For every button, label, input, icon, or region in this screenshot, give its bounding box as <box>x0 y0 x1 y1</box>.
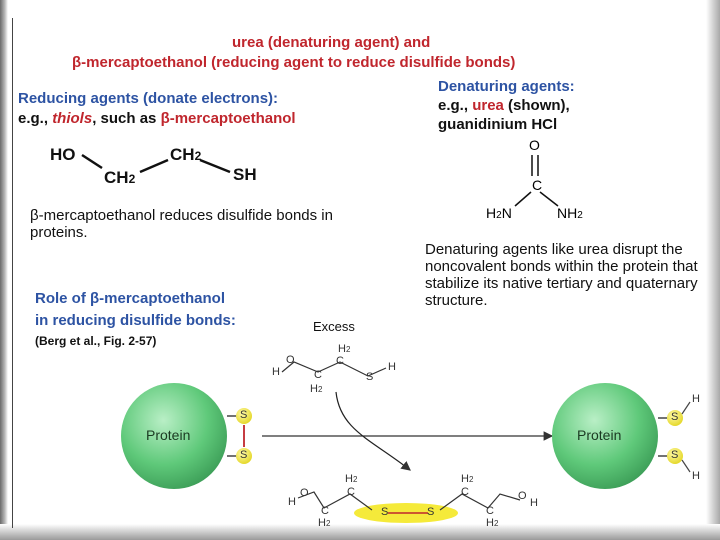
sulfur-left-top <box>236 408 252 424</box>
prod-c1-right: C <box>461 486 469 498</box>
bme-top-h-end: H <box>388 361 396 373</box>
slide-frame-left <box>0 0 8 540</box>
sub-2: 2 <box>352 475 358 484</box>
eg-prefix: e.g., <box>18 110 53 127</box>
s-right-top: S <box>671 411 679 423</box>
guanidinium-text: guanidinium HCl <box>438 116 558 133</box>
bme-top-h2-1: H2 <box>310 383 322 395</box>
prod-s-right: S <box>427 506 435 518</box>
slide-frame-bottom <box>0 524 720 540</box>
bme-ch2-top: CH2 <box>170 145 201 165</box>
sub-2: 2 <box>325 519 331 528</box>
thiols-text: thiols <box>52 110 93 127</box>
product-right-chain <box>439 493 521 511</box>
s-right-bottom: S <box>671 449 679 461</box>
h-text: H <box>345 473 353 485</box>
prod-c2-right: C <box>486 505 494 517</box>
prod-h2-2-right: H2 <box>486 517 498 529</box>
sulfur-right-bottom <box>667 448 683 464</box>
prod-c2-left: C <box>347 486 355 498</box>
bme-top-chain <box>281 361 387 377</box>
bme-top-h2-2: H2 <box>338 343 350 355</box>
bme-ho: HO <box>50 145 76 164</box>
bme-top-o: O <box>286 354 295 366</box>
s-left-bottom: S <box>240 449 248 461</box>
urea-o: O <box>529 137 540 153</box>
prod-h2-1-left: H2 <box>318 517 330 529</box>
sub-2: 2 <box>345 345 351 354</box>
reducing-description: β-mercaptoethanol reduces disulfide bond… <box>30 207 333 241</box>
protein-right-sphere <box>552 383 658 489</box>
reducing-agents-heading: Reducing agents (donate electrons): <box>18 90 279 107</box>
sulfur-left-bottom <box>236 448 252 464</box>
bme-top-c1: C <box>314 369 322 381</box>
slide-border-line <box>12 18 13 528</box>
prod-h-left: H <box>288 496 296 508</box>
prod-s-left: S <box>381 506 389 518</box>
role-heading-line-2: in reducing disulfide bonds: <box>35 312 236 329</box>
bme-sh: SH <box>233 165 257 184</box>
bme-top-s: S <box>366 371 374 383</box>
eg-suffix: , such as <box>92 110 161 127</box>
bme-top-h: H <box>272 366 280 378</box>
h-text: H <box>318 517 326 529</box>
curved-arrow <box>335 391 411 471</box>
urea-c: C <box>532 177 543 193</box>
sub-2: 2 <box>317 385 323 394</box>
protein-left-sphere <box>121 383 227 489</box>
protein-right-label: Protein <box>577 427 622 443</box>
denaturing-agents-heading: Denaturing agents: <box>438 78 575 95</box>
prod-h2-2-left: H2 <box>345 473 357 485</box>
sub-2: 2 <box>496 210 502 221</box>
nh-text: NH <box>557 205 578 221</box>
excess-label: Excess <box>313 319 355 334</box>
h-text: H <box>486 517 494 529</box>
n-text: N <box>501 205 512 221</box>
sub-2: 2 <box>128 172 136 186</box>
ch-text: CH <box>104 168 129 187</box>
urea-nh2: NH2 <box>557 205 583 221</box>
urea-text: urea <box>472 97 504 114</box>
citation: (Berg et al., Fig. 2-57) <box>35 334 157 348</box>
prod-c1-left: C <box>321 505 329 517</box>
slide-frame-right <box>706 0 720 540</box>
product-left-chain <box>297 491 373 511</box>
h-text: H <box>310 383 318 395</box>
denaturing-description: Denaturing agents like urea disrupt the … <box>425 241 698 309</box>
title-line-2: β-mercaptoethanol (reducing agent to red… <box>72 54 516 71</box>
urea-bonds <box>514 155 559 207</box>
eg-prefix: e.g., <box>438 97 473 114</box>
ch-text: CH <box>170 145 195 164</box>
urea-h2n: H2N <box>486 205 512 221</box>
reducing-agents-example: e.g., thiols, such as β-mercaptoethanol <box>18 110 296 127</box>
h-right-bottom: H <box>692 470 700 482</box>
prod-o-right: O <box>518 490 527 502</box>
protein-left-label: Protein <box>146 427 191 443</box>
sub-2: 2 <box>468 475 474 484</box>
h-text: H <box>486 205 497 221</box>
h-text: H <box>338 343 346 355</box>
prod-h2-1-right: H2 <box>461 473 473 485</box>
h-right-top: H <box>692 393 700 405</box>
sub-2: 2 <box>577 210 583 221</box>
bme-name: β-mercaptoethanol <box>160 110 296 127</box>
denaturing-example: e.g., urea (shown), <box>438 97 570 114</box>
sub-2: 2 <box>194 149 202 163</box>
role-heading-line-1: Role of β-mercaptoethanol <box>35 290 226 307</box>
bme-top-c2: C <box>336 355 344 367</box>
s-left-top: S <box>240 409 248 421</box>
bme-ch2-bottom: CH2 <box>104 168 135 188</box>
bme-bonds <box>81 153 231 174</box>
prod-o-left: O <box>300 487 309 499</box>
sub-2: 2 <box>493 519 499 528</box>
title-line-1: urea (denaturing agent) and <box>232 34 431 51</box>
shown-text: (shown), <box>503 97 570 114</box>
prod-h-right: H <box>530 497 538 509</box>
sulfur-right-top <box>667 410 683 426</box>
h-text: H <box>461 473 469 485</box>
